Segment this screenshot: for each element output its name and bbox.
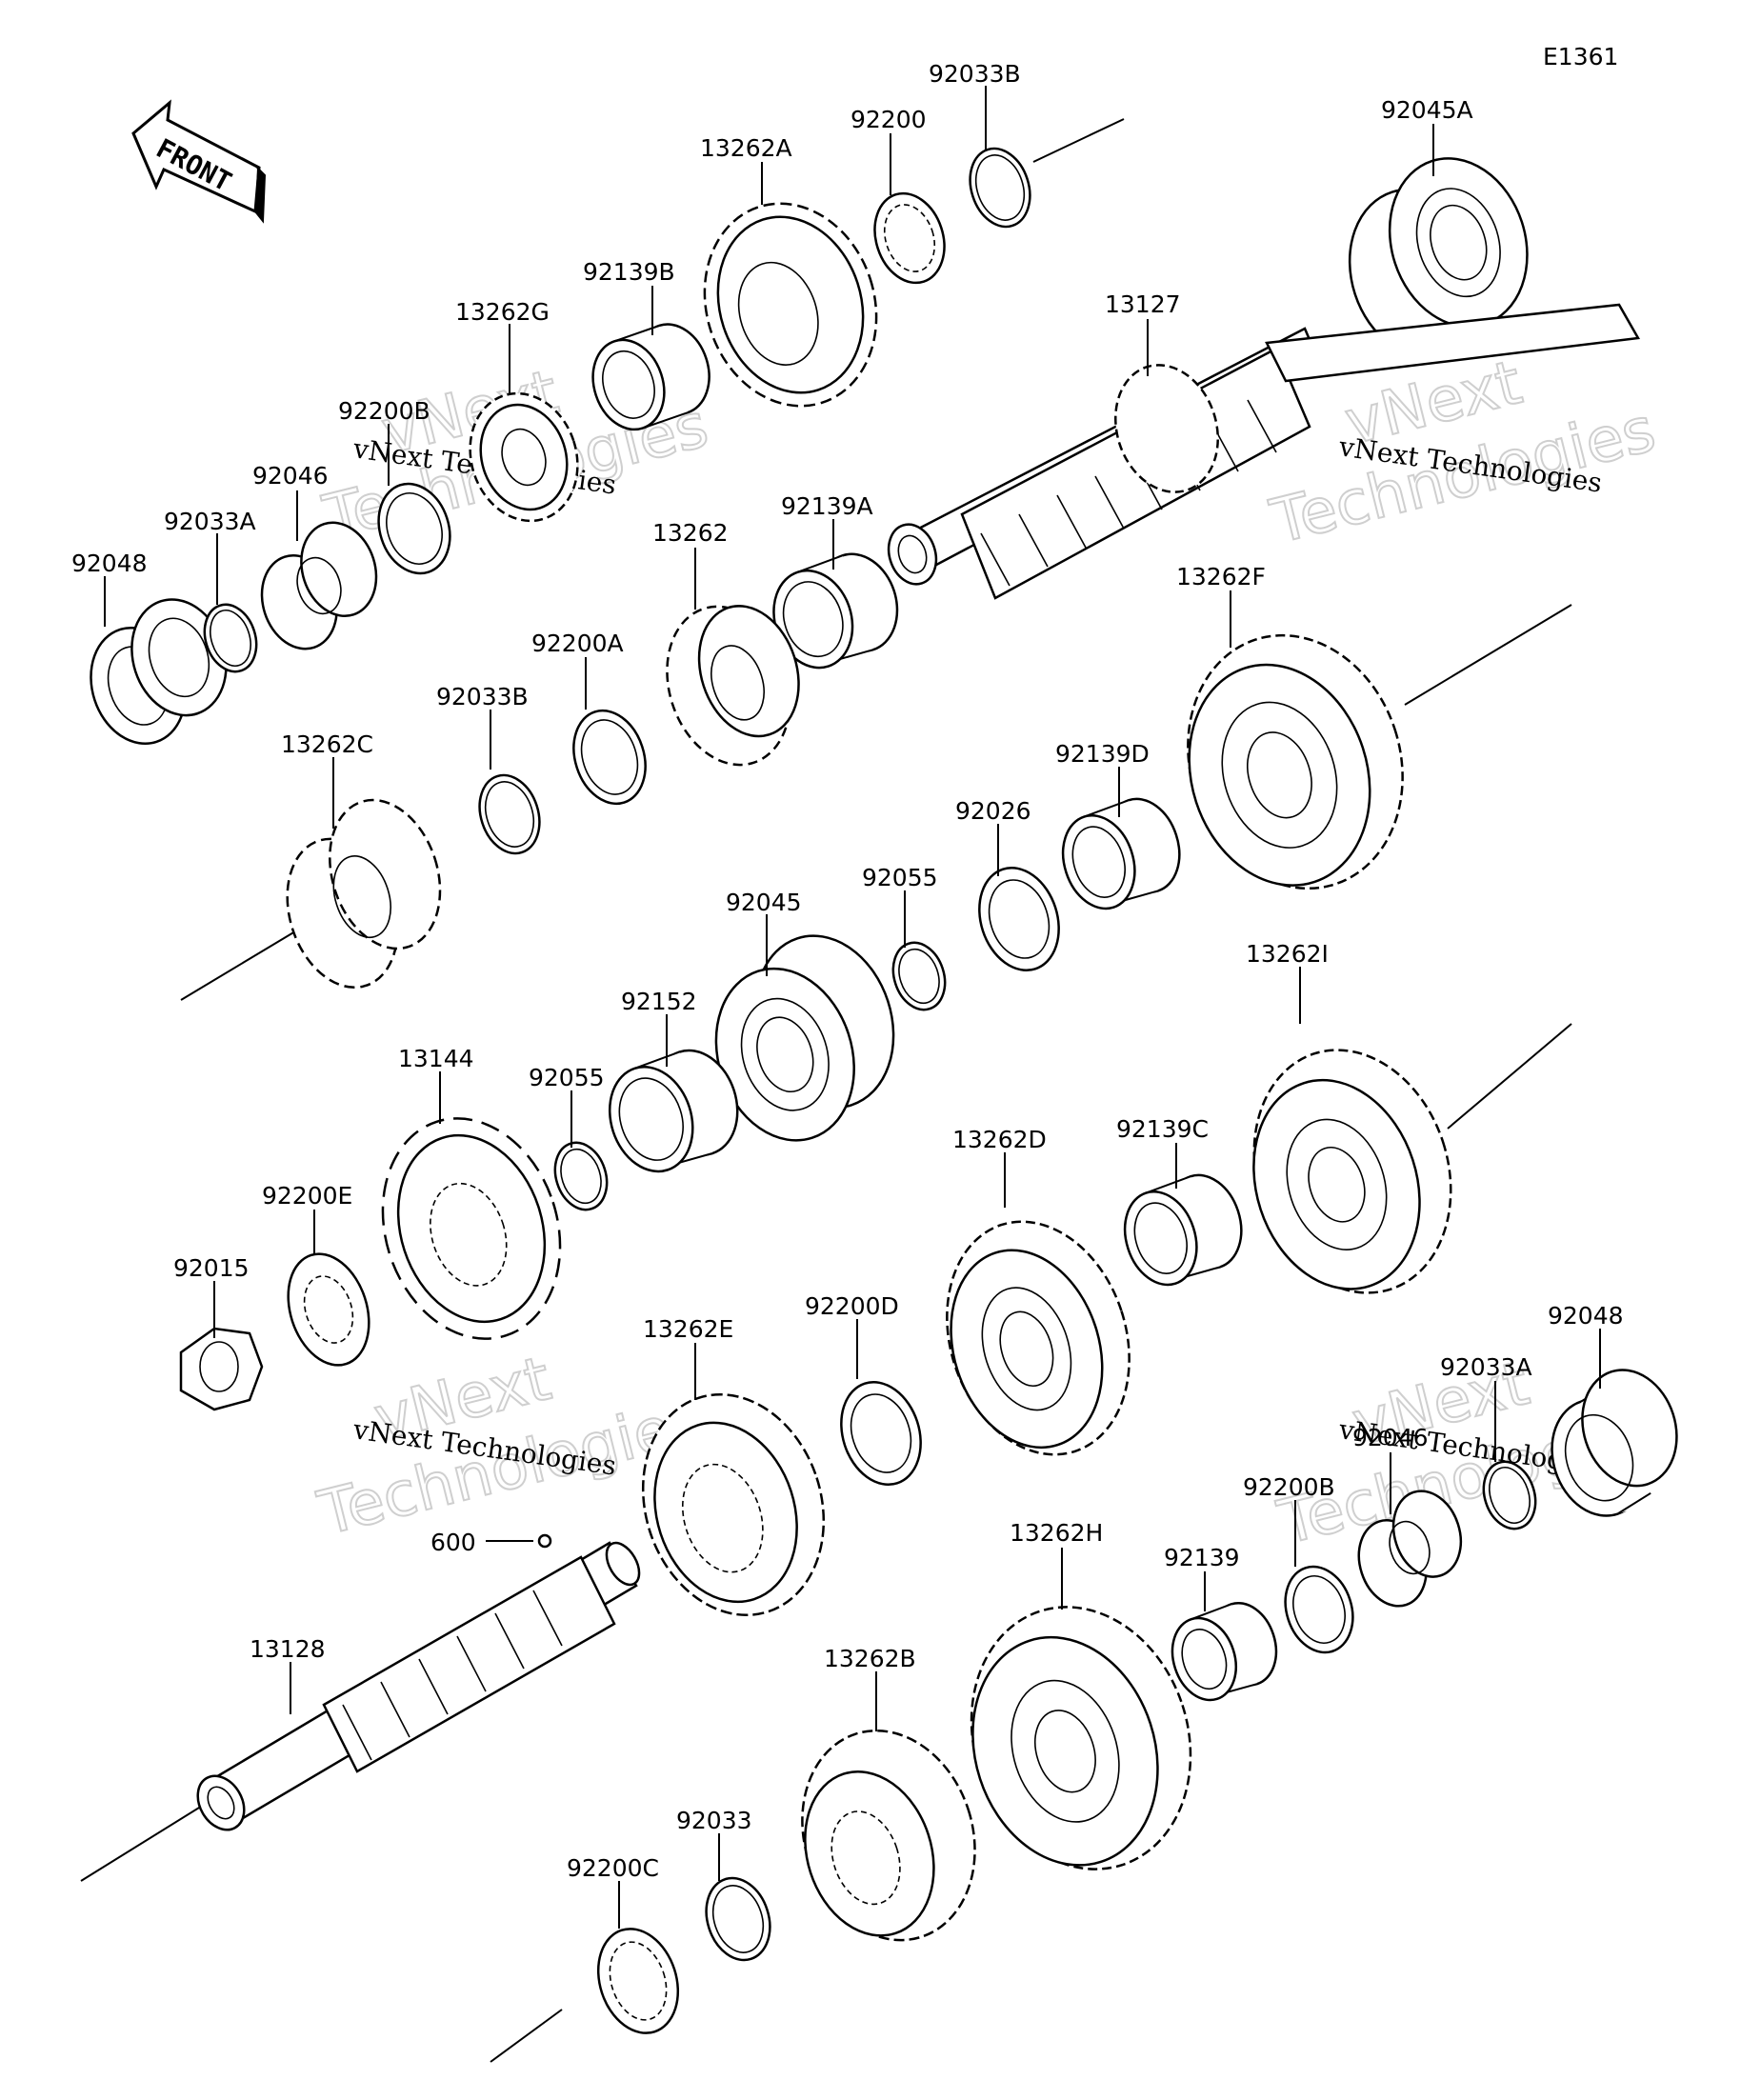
- gear-13262a: [703, 202, 878, 408]
- circlip-92033: [705, 1876, 771, 1962]
- part-label: 92139C: [1116, 1115, 1209, 1143]
- part-label: 92200B: [338, 397, 430, 425]
- circlip-92033b: [969, 147, 1031, 229]
- part-label: 92200A: [531, 630, 624, 657]
- bushing-92139: [1171, 1601, 1278, 1702]
- bearing-92048-2: [1551, 1369, 1678, 1517]
- part-label: 92139: [1164, 1544, 1240, 1571]
- part-label: 92045A: [1381, 96, 1473, 124]
- needle-bearing-92046: [260, 521, 378, 650]
- leader-lines: [104, 86, 1601, 1929]
- gear-13262f: [1187, 633, 1404, 890]
- part-label: 600: [430, 1529, 476, 1556]
- gear-13262b: [801, 1729, 976, 1942]
- part-label: 13262A: [700, 134, 792, 162]
- bushing-92139a: [772, 552, 899, 670]
- shaft-13127: [887, 303, 1641, 600]
- collar-92152: [608, 1049, 739, 1173]
- gear-13262g: [469, 391, 579, 523]
- part-label: 92139A: [781, 492, 873, 520]
- part-label: 92139D: [1055, 740, 1150, 768]
- bushing-92139d: [1061, 797, 1181, 910]
- bushing-92139b: [591, 323, 710, 431]
- part-label: 92055: [862, 864, 938, 891]
- part-label: 92200B: [1243, 1473, 1335, 1501]
- needle-bearing-92046-2: [1357, 1490, 1463, 1608]
- part-label: 92055: [529, 1064, 605, 1091]
- washer-92200c: [596, 1928, 680, 2034]
- washer-92200b-2: [1284, 1565, 1354, 1654]
- washer-92200a: [572, 709, 647, 806]
- gear-13262d: [946, 1220, 1131, 1456]
- circlip-92033b-2: [478, 773, 541, 855]
- part-label: 13127: [1105, 290, 1181, 318]
- part-label: 92048: [71, 550, 148, 577]
- part-label: 92046: [1352, 1424, 1429, 1451]
- part-label: 13262F: [1176, 563, 1266, 590]
- part-label: 92033B: [929, 60, 1021, 88]
- part-label: 13262E: [643, 1315, 733, 1343]
- washer-92200: [873, 191, 946, 285]
- part-label: 13262H: [1010, 1519, 1103, 1547]
- part-label: 92033A: [1440, 1353, 1532, 1381]
- part-label: 92200D: [805, 1292, 899, 1320]
- o-ring-92055: [891, 941, 947, 1011]
- gear-13262c: [286, 798, 442, 989]
- part-labels: 92033B 92200 13262A 92045A 92139B 13127 …: [71, 60, 1624, 1882]
- part-label: 92045: [726, 889, 802, 916]
- part-label: 92033: [676, 1807, 752, 1834]
- lock-washer-92200e: [287, 1252, 370, 1367]
- shaft-13128: [196, 1541, 641, 1831]
- part-label: 92033A: [164, 508, 256, 535]
- bearing-92045a: [1348, 157, 1529, 359]
- washer-92200d: [840, 1381, 922, 1486]
- gear-13262i: [1252, 1049, 1452, 1294]
- part-label: 13128: [250, 1635, 326, 1663]
- part-label: 92046: [252, 462, 329, 490]
- part-label: 92200E: [262, 1182, 352, 1210]
- part-label: 13262C: [281, 730, 373, 758]
- part-label: 13262B: [824, 1645, 916, 1672]
- bushing-92139c: [1123, 1173, 1243, 1287]
- nut-92015: [179, 1327, 264, 1411]
- part-label: 92048: [1548, 1302, 1624, 1330]
- part-label: 13262D: [952, 1126, 1047, 1153]
- part-label: 92139B: [583, 258, 675, 286]
- part-label: 92033B: [436, 683, 529, 710]
- gear-13262: [666, 605, 800, 767]
- o-ring-92055-2: [553, 1141, 609, 1211]
- part-label: 92200C: [567, 1854, 659, 1882]
- washer-92026: [978, 867, 1060, 971]
- part-label: 92015: [173, 1254, 250, 1282]
- front-arrow-icon: FRONT: [131, 99, 267, 224]
- part-label: 92152: [621, 988, 697, 1015]
- steel-ball-600: [486, 1533, 552, 1549]
- part-label: 92026: [955, 797, 1031, 825]
- bearing-92048: [90, 598, 228, 746]
- part-label: 13262I: [1246, 940, 1329, 968]
- part-label: 92200: [850, 106, 927, 133]
- part-label: 13262: [652, 519, 729, 547]
- gear-13262e: [641, 1392, 826, 1617]
- gear-13262h: [970, 1606, 1192, 1870]
- part-label: 13262G: [455, 298, 550, 326]
- part-label: 13144: [398, 1045, 474, 1072]
- diagram-code: E1361: [1543, 43, 1618, 70]
- sprocket-13144: [381, 1117, 562, 1340]
- axis-lines: [80, 118, 1572, 2063]
